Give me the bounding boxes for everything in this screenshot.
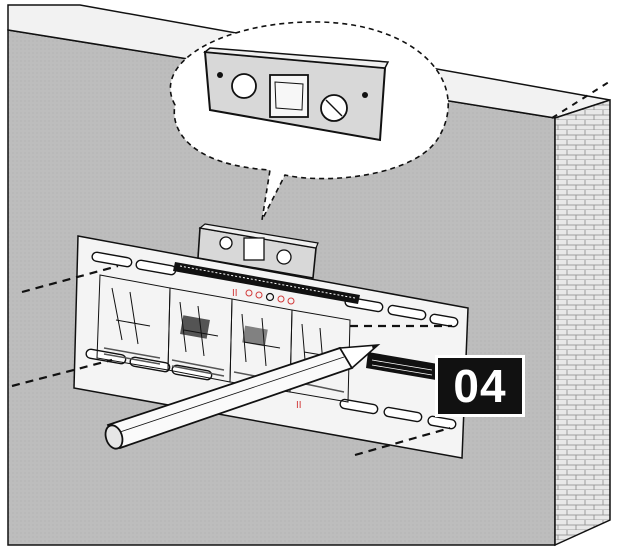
template-marks: II II [232,288,302,411]
guide-lines [11,264,452,457]
spirit-level-icon [197,223,319,279]
template-header-strip [173,262,360,304]
step-number-badge: 04 [438,358,522,414]
template-instruction-panels [96,274,351,403]
svg-text:II: II [232,288,238,299]
template-slots-upper [91,251,459,328]
spirit-level-enlarged-icon [203,47,390,142]
pencil-icon [104,344,381,450]
svg-text:II: II [296,400,302,411]
wall-side [554,98,611,547]
